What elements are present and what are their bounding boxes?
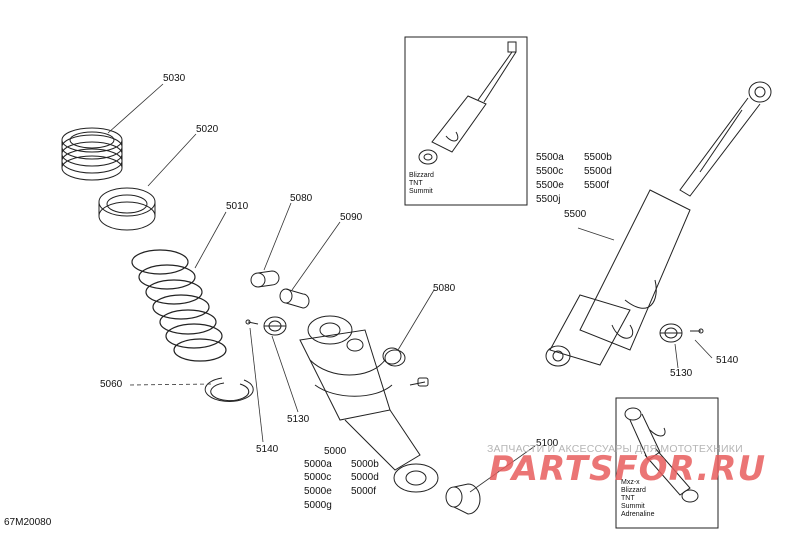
bushing-5100 [445, 483, 481, 515]
inset-bottom-line-3: TNT [621, 495, 635, 502]
callout-5060: 5060 [100, 379, 123, 390]
bushing-5080-left [250, 270, 280, 288]
drawing-code: 67M20080 [4, 517, 52, 528]
variant-5000c: 5000c [304, 472, 332, 483]
callout-5090: 5090 [340, 212, 363, 223]
pin-5140-left [245, 319, 259, 325]
variant-5000f: 5000f [351, 486, 377, 497]
sleeve-5090 [279, 288, 310, 309]
callout-5000: 5000 [324, 446, 347, 457]
watermark-tagline: ЗАПЧАСТИ И АКСЕССУАРЫ ДЛЯ МОТОТЕХНИКИ [487, 443, 743, 455]
callout-5010: 5010 [226, 201, 249, 212]
variant-5500d: 5500d [584, 166, 612, 177]
shock-absorber-5000 [299, 315, 439, 493]
variant-5500a: 5500a [536, 152, 564, 163]
inset-top-caption: Blizzard TNT Summit [409, 172, 434, 196]
cap-5130-right [659, 323, 683, 343]
variant-5000d: 5000d [351, 472, 379, 483]
inset-top-line-1: Blizzard [409, 172, 434, 179]
callout-5500: 5500 [564, 209, 587, 220]
inset-top-line-2: TNT [409, 180, 423, 187]
variant-5500e: 5500e [536, 180, 564, 191]
pin-5140-right [690, 328, 704, 334]
spring-seat-5020 [98, 187, 156, 231]
inset-bottom-line-2: Blizzard [621, 487, 646, 494]
callout-5140-left: 5140 [256, 444, 279, 455]
clip-5060 [204, 377, 254, 402]
inset-bottom-caption: Mxz-x Blizzard TNT Summit Adrenaline [621, 479, 654, 519]
callout-5130-right: 5130 [670, 368, 693, 379]
variant-5500b: 5500b [584, 152, 612, 163]
leader-lines [107, 83, 713, 493]
callout-5080-left: 5080 [290, 193, 313, 204]
variant-5000a: 5000a [304, 459, 332, 470]
shock-absorber-5500 [545, 81, 772, 367]
bushing-5080-right [382, 347, 402, 365]
variant-5500f: 5500f [584, 180, 610, 191]
inset-bottom-line-1: Mxz-x [621, 479, 640, 486]
coil-spring-5010 [131, 249, 227, 362]
variant-5500c: 5500c [536, 166, 564, 177]
variant-5500j: 5500j [536, 194, 561, 205]
spring-adjuster-5030 [61, 127, 123, 181]
callout-5140-right: 5140 [716, 355, 739, 366]
inset-top-frame [404, 36, 528, 206]
inset-bottom-line-5: Adrenaline [621, 511, 655, 518]
inset-bottom-frame [615, 397, 719, 529]
inset-bottom-line-4: Summit [621, 503, 645, 510]
callout-5130-left: 5130 [287, 414, 310, 425]
inset-top-line-3: Summit [409, 188, 433, 195]
callout-5100: 5100 [536, 438, 559, 449]
cap-5130-left [263, 316, 287, 336]
callout-5030: 5030 [163, 73, 186, 84]
variant-5000e: 5000e [304, 486, 332, 497]
callout-5020: 5020 [196, 124, 219, 135]
variant-5000g: 5000g [304, 500, 332, 511]
callout-5080-right: 5080 [433, 283, 456, 294]
variant-5000b: 5000b [351, 459, 379, 470]
watermark-brand-logo: PARTSFOR.RU [489, 449, 767, 489]
